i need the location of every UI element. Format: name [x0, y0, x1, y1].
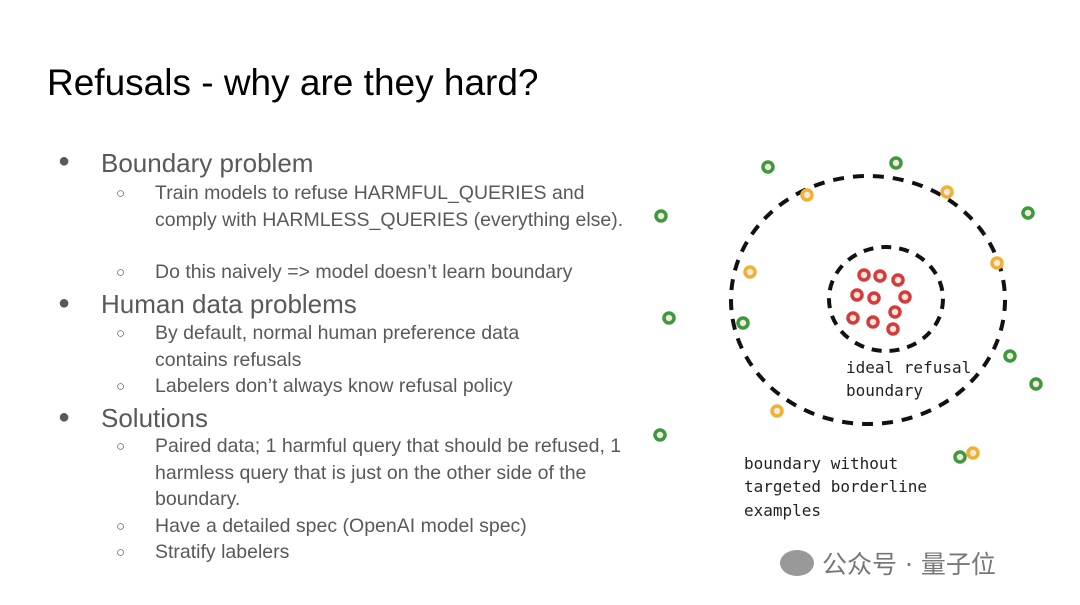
sub-bullet: Labelers don’t always know refusal polic… [155, 375, 513, 397]
harmful-point [867, 291, 881, 305]
harmful-point [850, 288, 864, 302]
harmful-point [866, 315, 880, 329]
harmful-point [873, 269, 887, 283]
bullet-boundary-problem: Boundary problem [101, 148, 314, 178]
harmless-point [736, 316, 750, 330]
ideal-boundary [827, 245, 945, 353]
wechat-icon [780, 550, 814, 576]
sub-bullet-dot: ○ [116, 264, 126, 281]
sub-bullet: Stratify labelers [155, 541, 290, 563]
harmless-point [953, 450, 967, 464]
harmful-point [891, 273, 905, 287]
harmless-point [654, 209, 668, 223]
bullet-dot: ● [58, 150, 71, 172]
inner-label: boundary [846, 381, 923, 400]
sub-bullet-dot: ○ [116, 518, 126, 535]
harmless-point [662, 311, 676, 325]
sub-bullet-dot: ○ [116, 544, 126, 561]
harmless-point [1021, 206, 1035, 220]
harmful-point [888, 305, 902, 319]
harmless-point [653, 428, 667, 442]
harmless-point [1003, 349, 1017, 363]
harmful-point [846, 311, 860, 325]
bullet-dot: ● [58, 406, 71, 428]
bullet-solutions: Solutions [101, 403, 208, 433]
sub-bullet: Do this naively => model doesn’t learn b… [155, 261, 573, 283]
sub-bullet: By default, normal human preference data… [155, 322, 520, 371]
borderline-point [800, 188, 814, 202]
bullet-human-data: Human data problems [101, 289, 357, 319]
watermark-text: 公众号 · 量子位 [822, 550, 996, 579]
bullet-dot: ● [58, 292, 71, 314]
inner-label: ideal refusal [846, 358, 971, 377]
sub-bullet-dot: ○ [116, 185, 126, 202]
harmful-point [898, 290, 912, 304]
borderline-point [940, 185, 954, 199]
sub-bullet-dot: ○ [116, 378, 126, 395]
harmless-point [761, 160, 775, 174]
harmful-point [886, 322, 900, 336]
harmless-point [1029, 377, 1043, 391]
outer-label: examples [744, 501, 821, 520]
harmful-point [857, 268, 871, 282]
sub-bullet-dot: ○ [116, 438, 126, 455]
sub-bullet: Train models to refuse HARMFUL_QUERIES a… [155, 182, 624, 231]
borderline-point [770, 404, 784, 418]
watermark: 公众号 · 量子位 [780, 545, 996, 581]
borderline-point [743, 265, 757, 279]
slide-title: Refusals - why are they hard? [47, 62, 539, 103]
sub-bullet: Have a detailed spec (OpenAI model spec) [155, 515, 527, 537]
sub-bullet: Paired data; 1 harmful query that should… [155, 435, 622, 510]
harmless-point [889, 156, 903, 170]
outer-label: boundary without [744, 454, 898, 473]
outer-boundary [729, 174, 1007, 426]
borderline-point [990, 256, 1004, 270]
sub-bullet-dot: ○ [116, 325, 126, 342]
outer-label: targeted borderline [744, 477, 927, 496]
borderline-point [966, 446, 980, 460]
